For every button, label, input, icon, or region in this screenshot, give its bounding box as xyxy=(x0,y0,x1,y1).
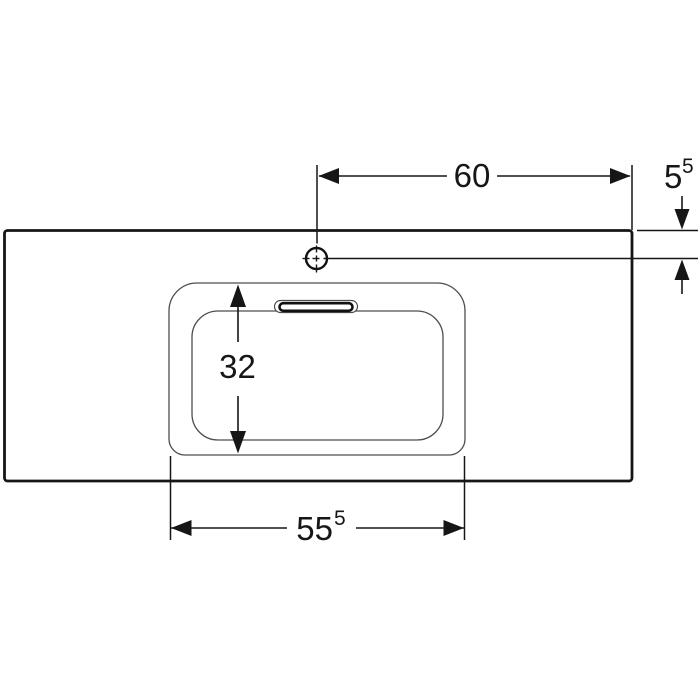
dim-60-arrow-right-icon xyxy=(610,168,631,184)
dim-60-label: 60 xyxy=(454,157,491,194)
dim-55mm-label-sup: 5 xyxy=(682,155,694,178)
basin-inner-bowl xyxy=(191,310,444,441)
dim-555-label-sup: 5 xyxy=(334,507,346,530)
dim-55mm-label: 5 xyxy=(664,158,682,195)
countertop-outline xyxy=(3,229,634,483)
dim-55mm-arrow-down-icon xyxy=(674,209,690,230)
dim-555-arrow-left-icon xyxy=(171,520,192,536)
dimension-32: 32 xyxy=(219,284,256,454)
dim-32-arrow-down-icon xyxy=(230,431,246,454)
dim-60-arrow-left-icon xyxy=(318,168,339,184)
basin-outer-rim xyxy=(168,282,466,456)
overflow-slot-inner xyxy=(278,301,354,313)
dim-55mm-arrow-up-icon xyxy=(674,259,690,280)
dim-32-arrow-up-icon xyxy=(230,284,246,307)
dim-555-arrow-right-icon xyxy=(443,520,464,536)
dim-555-label: 55 xyxy=(296,510,333,547)
dimension-60: 60 xyxy=(316,157,633,244)
dimension-5-5: 5 5 xyxy=(323,155,698,294)
dim-32-label: 32 xyxy=(219,348,256,385)
dimension-55-5: 55 5 xyxy=(169,456,466,547)
overflow-slot xyxy=(273,299,359,314)
